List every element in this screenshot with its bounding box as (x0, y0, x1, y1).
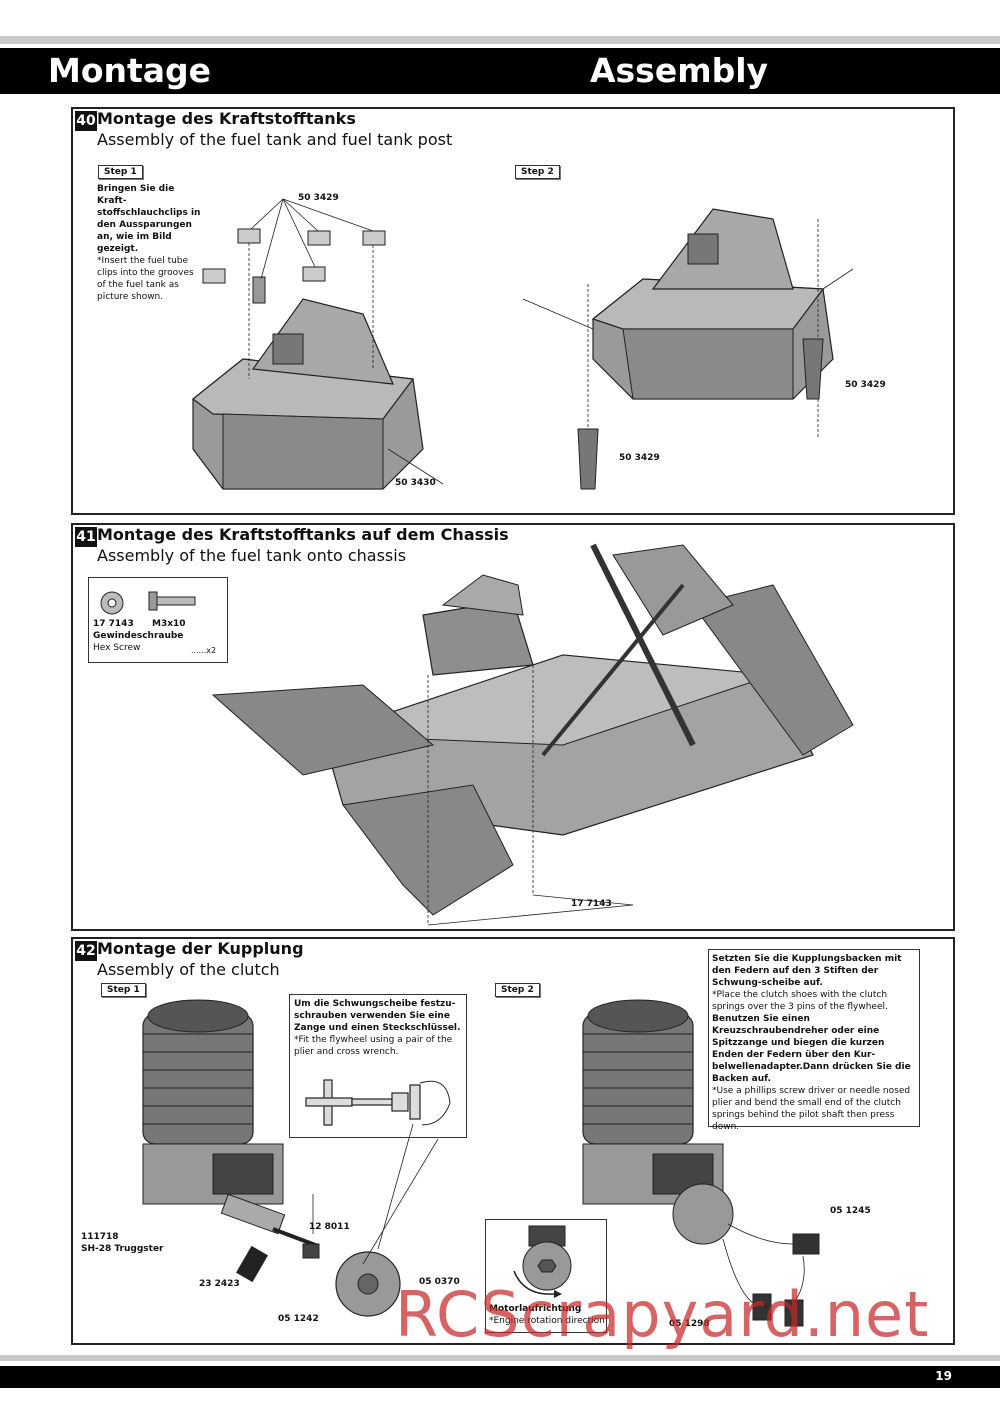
clutch-notes: Setzten Sie die Kupplungsbacken mit den … (712, 953, 917, 1133)
note-de: Bringen Sie die Kraft-stoffschlauchclips… (97, 184, 201, 254)
note1-de: Setzten Sie die Kupplungsbacken mit den … (712, 954, 902, 988)
note1-en: *Place the clutch shoes with the clutch … (712, 990, 888, 1012)
watermark: RCScrapyard.net (395, 1278, 930, 1351)
rotation-label: Motorlaufrichtung *Engine rotation direc… (489, 1303, 605, 1327)
clutch-notes-box: Setzten Sie die Kupplungsbacken mit den … (708, 949, 920, 1132)
rotation-en: *Engine rotation direction (489, 1316, 605, 1326)
callout-05-0370: 05 0370 (419, 1277, 460, 1287)
page-footer: 19 (0, 1366, 1000, 1388)
engine-label: 111718 SH-28 Truggster (81, 1231, 164, 1255)
step-1-tag: Step 1 (98, 165, 143, 179)
washer-icon (100, 591, 124, 615)
part-name-en: Hex Screw (93, 643, 141, 653)
section-subtitle: Assembly of the fuel tank and fuel tank … (97, 130, 453, 149)
callout-screw: 17 7143 (571, 899, 612, 909)
parts-box: 17 7143 M3x10 Gewindeschraube Hex Screw … (88, 577, 228, 663)
tip-en: *Fit the flywheel using a pair of the pl… (294, 1035, 453, 1057)
header-title-en: Assembly (590, 51, 769, 90)
fuel-tank-step2-illustration (522, 208, 854, 490)
page-header: Montage Assembly (0, 48, 1000, 94)
engine-code: 111718 (81, 1232, 119, 1242)
section-number: 42 (75, 941, 97, 961)
section-title: Montage des Kraftstofftanks auf dem Chas… (97, 525, 509, 544)
callout-post-right: 50 3429 (845, 380, 886, 390)
step1-note: Bringen Sie die Kraft-stoffschlauchclips… (97, 183, 205, 303)
section-subtitle: Assembly of the fuel tank onto chassis (97, 546, 407, 565)
callout-05-1298: 05 1298 (669, 1319, 710, 1329)
callout-tank: 50 3430 (395, 478, 436, 488)
callout-05-1242: 05 1242 (278, 1314, 319, 1324)
rotation-inset: Motorlaufrichtung *Engine rotation direc… (485, 1219, 607, 1333)
section-40: 40 Montage des Kraftstofftanks Assembly … (71, 107, 955, 515)
section-number: 41 (75, 527, 97, 547)
callout-clip: 50 3429 (298, 193, 339, 203)
rotation-direction-icon (513, 1225, 572, 1298)
note-en: *Insert the fuel tube clips into the gro… (97, 256, 194, 302)
screw-icon (148, 591, 196, 611)
cross-wrench-icon (305, 1079, 451, 1126)
tip-de: Um die Schwungscheibe festzu-schrauben v… (294, 999, 461, 1033)
tip-text: Um die Schwungscheibe festzu-schrauben v… (294, 998, 462, 1058)
callout-05-1245: 05 1245 (830, 1206, 871, 1216)
part-qty: ......x2 (191, 646, 217, 655)
section-subtitle: Assembly of the clutch (97, 960, 280, 979)
chassis-illustration (211, 543, 854, 926)
engine-step1-illustration (142, 999, 439, 1317)
flywheel-tip-box: Um die Schwungscheibe festzu-schrauben v… (289, 994, 467, 1138)
section-title: Montage der Kupplung (97, 939, 304, 958)
engine-name: SH-28 Truggster (81, 1244, 164, 1254)
part-size: M3x10 (152, 619, 186, 629)
step-2-tag: Step 2 (495, 983, 540, 997)
callout-post-left: 50 3429 (619, 453, 660, 463)
header-title-de: Montage (48, 51, 212, 90)
note2-en: *Use a phillips screw driver or needle n… (712, 1086, 911, 1132)
top-stripe (0, 36, 1000, 44)
section-42: 42 Montage der Kupplung Assembly of the … (71, 937, 955, 1345)
section-number: 40 (75, 111, 97, 131)
part-name-de: Gewindeschraube (93, 631, 184, 641)
engine-step2-illustration (582, 999, 820, 1327)
step-2-tag: Step 2 (515, 165, 560, 179)
callout-12-8011: 12 8011 (309, 1222, 350, 1232)
note2-de: Benutzen Sie einen Kreuzschraubendreher … (712, 1014, 911, 1084)
part-number: 17 7143 (93, 619, 134, 629)
section-title: Montage des Kraftstofftanks (97, 109, 356, 128)
fuel-tank-step1-illustration (192, 198, 444, 490)
page-number: 19 (935, 1369, 952, 1383)
step-1-tag: Step 1 (101, 983, 146, 997)
callout-23-2423: 23 2423 (199, 1279, 240, 1289)
rotation-de: Motorlaufrichtung (489, 1304, 582, 1314)
bottom-stripe (0, 1355, 1000, 1361)
section-41: 41 Montage des Kraftstofftanks auf dem C… (71, 523, 955, 931)
